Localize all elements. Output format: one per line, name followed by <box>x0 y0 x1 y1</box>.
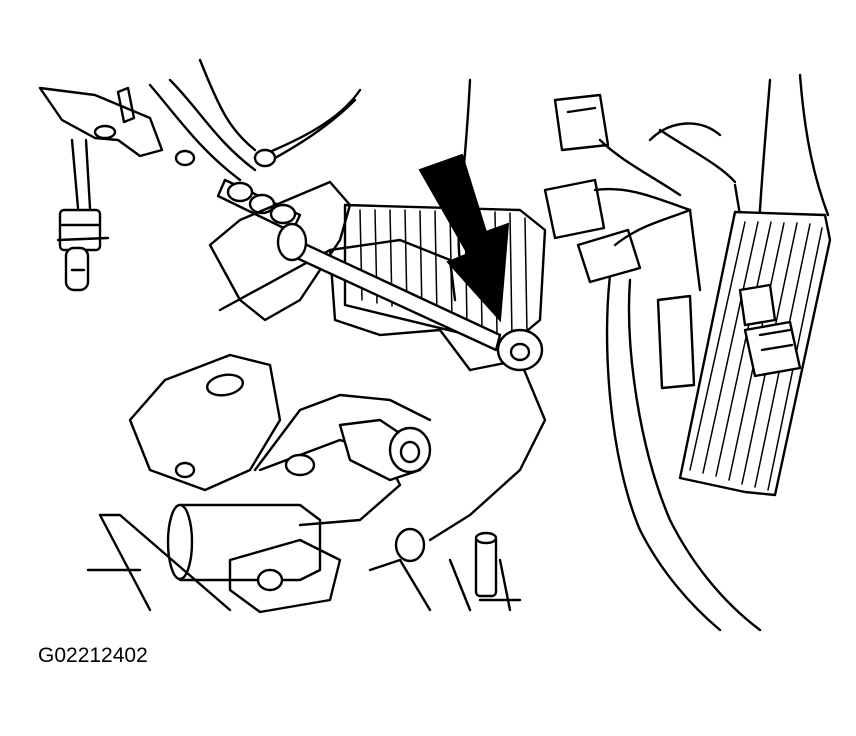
lower-shaft-assembly <box>86 418 522 614</box>
indicator-arrow <box>418 153 510 323</box>
pedal-harness-plugs <box>738 283 802 378</box>
left-connector <box>56 208 110 292</box>
pedal-bracket <box>128 180 547 542</box>
upper-left-bracket <box>38 86 164 210</box>
figure-id: G02212402 <box>38 644 148 667</box>
cable-harness <box>148 58 362 234</box>
right-connectors <box>543 93 742 390</box>
linkage-rod <box>276 222 544 372</box>
